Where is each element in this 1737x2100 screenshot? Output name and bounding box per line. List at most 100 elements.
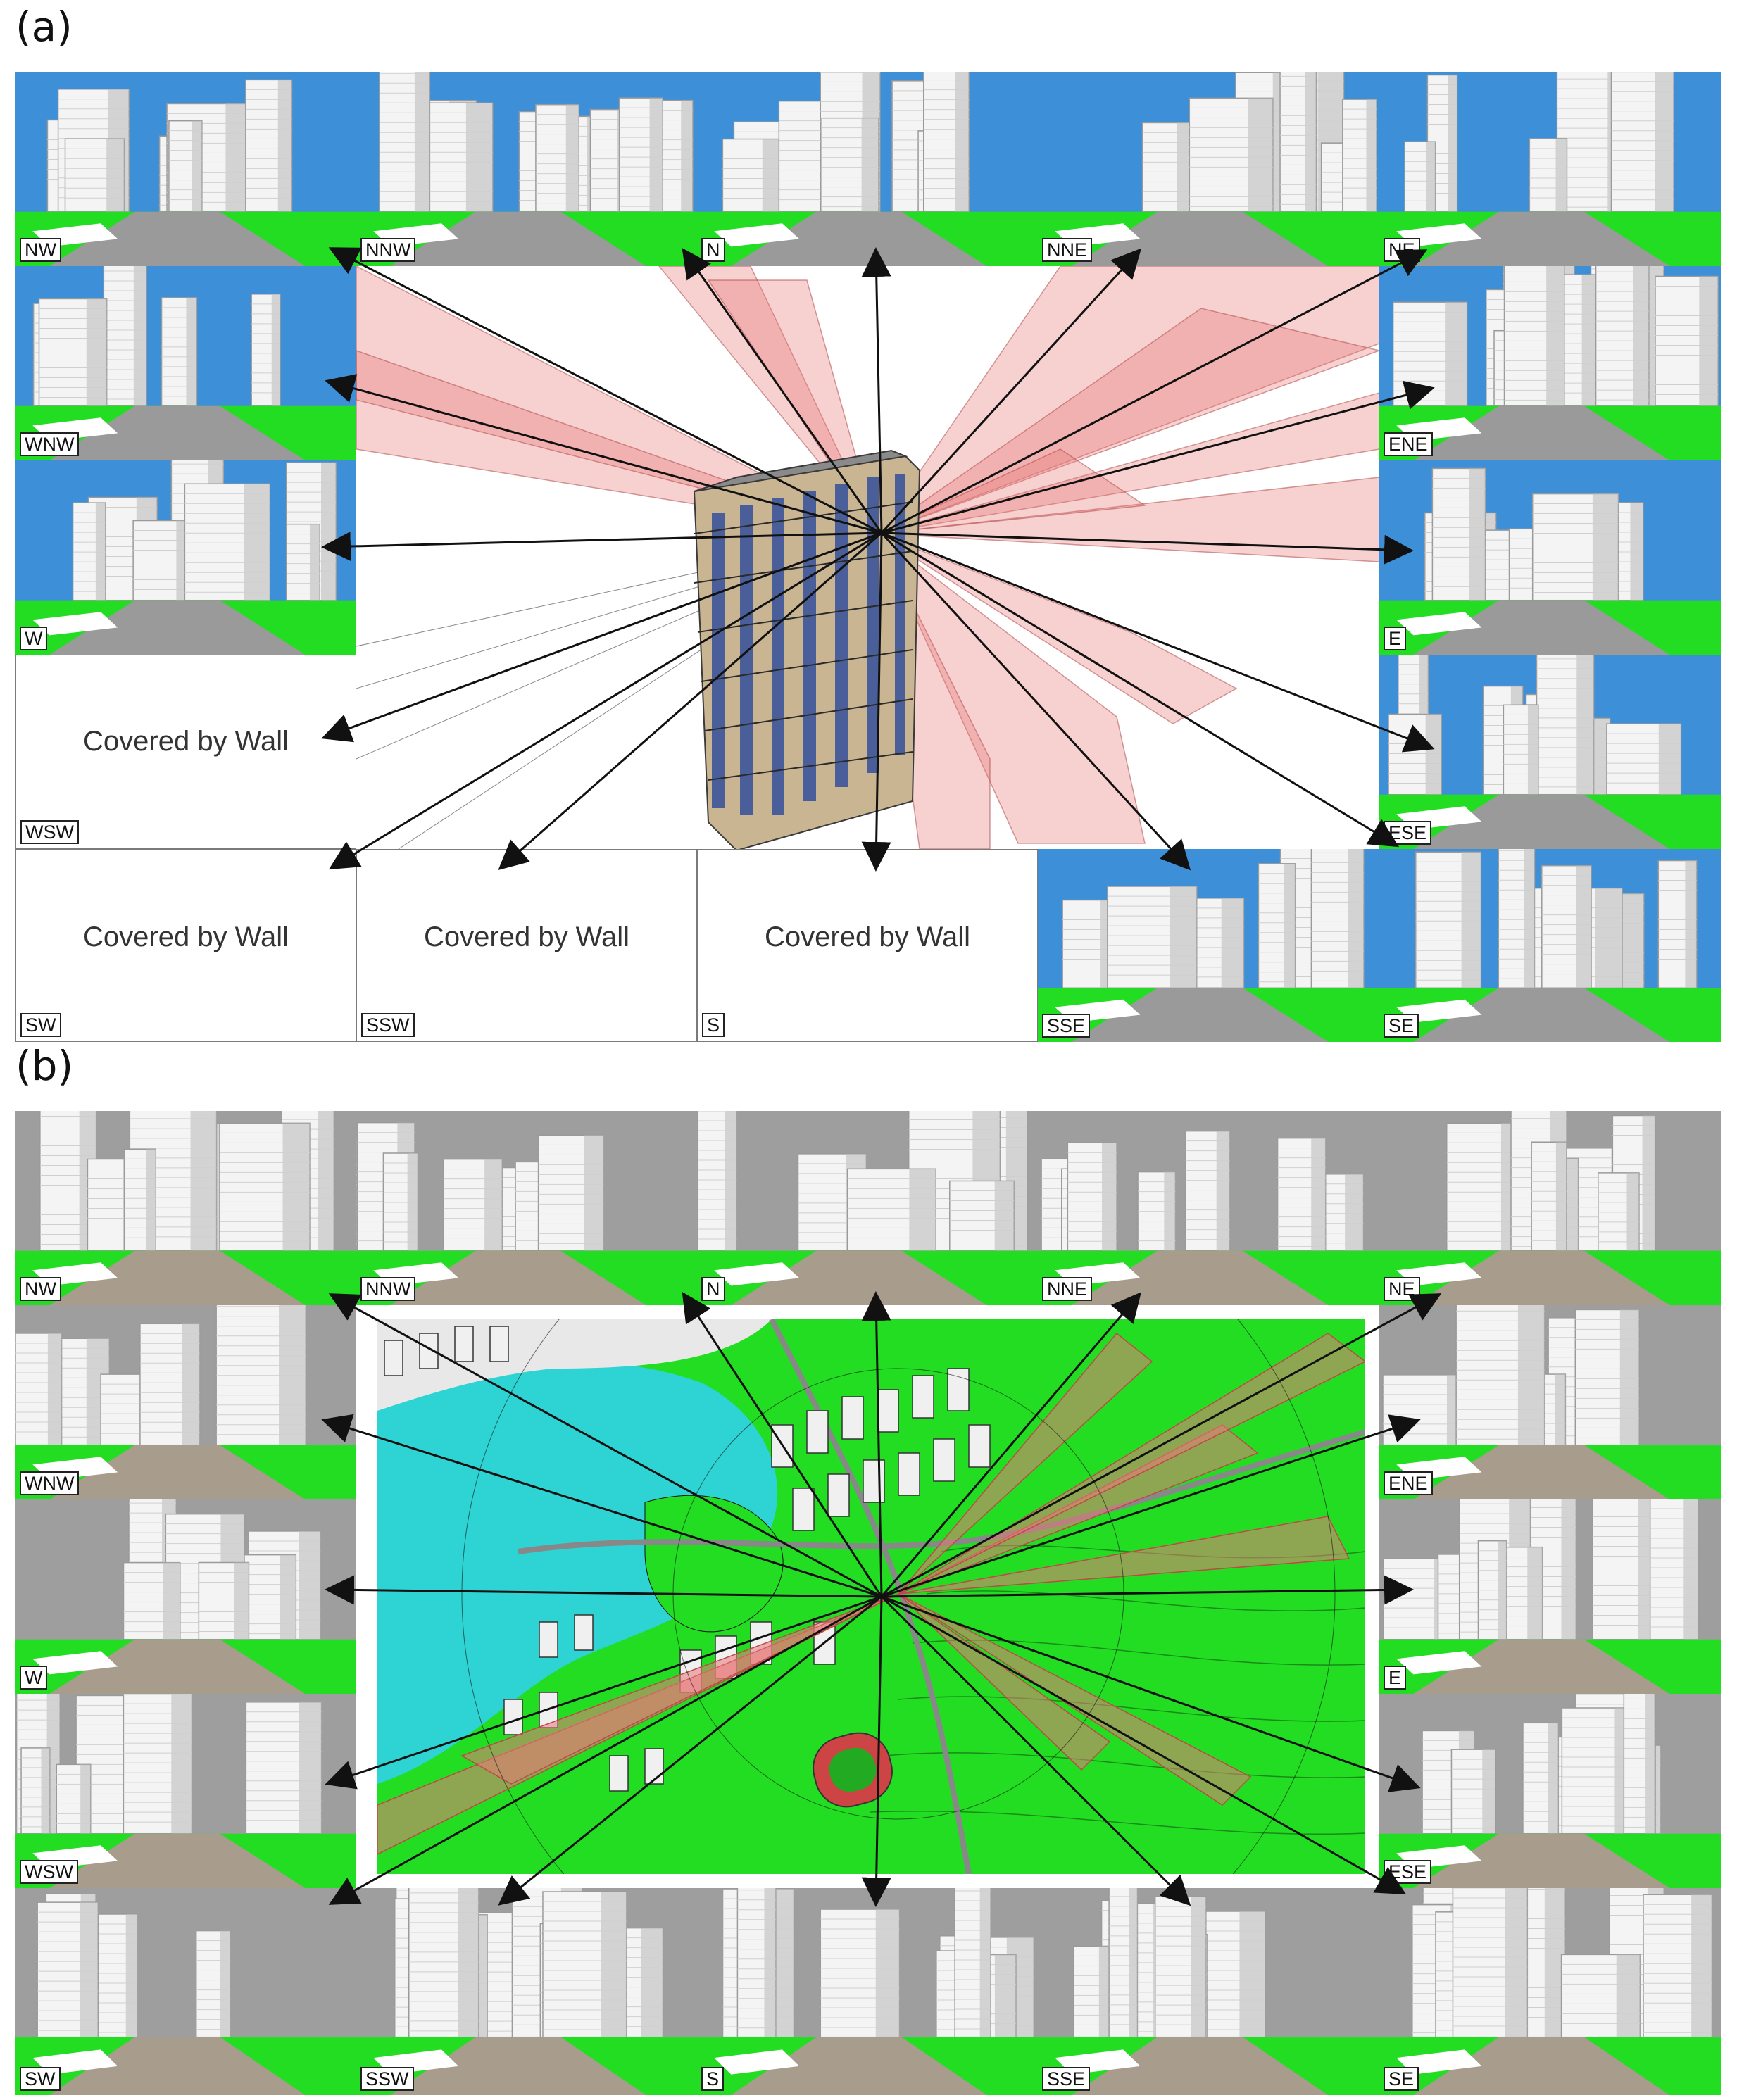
panel-b-label: (b): [15, 1042, 74, 1090]
view-b-sw: SW: [15, 1888, 356, 2095]
view-a-nne: NNE: [1038, 72, 1379, 266]
street-view-render: [1379, 1111, 1721, 1305]
direction-tag: S: [701, 2067, 725, 2091]
street-view-render: [1038, 72, 1379, 266]
street-view-render: [15, 1888, 356, 2095]
direction-tag: NE: [1384, 238, 1420, 262]
view-b-nw: NW: [15, 1111, 356, 1305]
street-view-render: [1379, 266, 1721, 460]
view-a-e: E: [1379, 460, 1721, 655]
site-map: [377, 1319, 1365, 1874]
view-b-se: SE: [1379, 1888, 1721, 2095]
covered-by-wall-text: Covered by Wall: [424, 922, 629, 952]
street-view-render: [1379, 1305, 1721, 1499]
view-b-ssw: SSW: [356, 1888, 697, 2095]
direction-tag: E: [1384, 1666, 1407, 1690]
view-b-ese: ESE: [1379, 1694, 1721, 1888]
site-map-drawing: [377, 1319, 1365, 1874]
street-view-render: [1379, 72, 1721, 266]
direction-tag: SE: [1384, 2067, 1419, 2091]
view-b-wsw: WSW: [15, 1694, 356, 1888]
view-b-sse: SSE: [1038, 1888, 1379, 2095]
view-a-sse: SSE: [1038, 849, 1379, 1042]
direction-tag: WSW: [20, 820, 79, 844]
direction-tag: N: [701, 1277, 725, 1301]
direction-tag: SSW: [361, 1013, 415, 1037]
direction-tag: SSW: [360, 2067, 414, 2091]
direction-tag: S: [702, 1013, 725, 1037]
direction-tag: NW: [20, 238, 61, 262]
direction-tag: NNW: [360, 238, 416, 262]
direction-tag: NNE: [1042, 238, 1093, 262]
street-view-render: [1379, 849, 1721, 1042]
view-b-ne: NE: [1379, 1111, 1721, 1305]
view-a-w: W: [15, 460, 356, 655]
direction-tag: SW: [20, 2067, 61, 2091]
direction-tag: SSE: [1042, 2067, 1091, 2091]
street-view-render: [15, 72, 356, 266]
street-view-render: [15, 460, 356, 655]
street-view-render: [1379, 1499, 1721, 1694]
building-sightline-model: [356, 265, 1381, 852]
view-b-s: S: [697, 1888, 1038, 2095]
street-view-render: [1379, 1888, 1721, 2095]
street-view-render: [1379, 460, 1721, 655]
direction-tag: WSW: [20, 1860, 78, 1884]
direction-tag: ENE: [1384, 432, 1433, 456]
street-view-render: [15, 1305, 356, 1499]
street-view-render: [1038, 1888, 1379, 2095]
street-view-render: [697, 1888, 1038, 2095]
direction-tag: ESE: [1384, 821, 1432, 845]
direction-tag: SW: [20, 1013, 61, 1037]
view-a-wnw: WNW: [15, 266, 356, 460]
view-b-wnw: WNW: [15, 1305, 356, 1499]
covered-by-wall-text: Covered by Wall: [765, 922, 970, 952]
view-b-ene: ENE: [1379, 1305, 1721, 1499]
street-view-render: [356, 1111, 697, 1305]
street-view-render: [15, 1111, 356, 1305]
view-a-nw: NW: [15, 72, 356, 266]
view-a-wsw: Covered by Wall WSW: [15, 655, 356, 849]
view-a-ne: NE: [1379, 72, 1721, 266]
view-a-ese: ESE: [1379, 655, 1721, 849]
direction-tag: SE: [1384, 1014, 1419, 1038]
view-b-w: W: [15, 1499, 356, 1694]
direction-tag: NE: [1384, 1277, 1420, 1301]
panel-a-label: (a): [15, 3, 73, 51]
view-a-ssw: Covered by Wall SSW: [356, 849, 697, 1042]
street-view-render: [1038, 1111, 1379, 1305]
sightline-cones: [356, 265, 1381, 852]
direction-tag: ENE: [1384, 1471, 1433, 1495]
direction-tag: NW: [20, 1277, 61, 1301]
street-view-render: [15, 1694, 356, 1888]
street-view-render: [1379, 1694, 1721, 1888]
direction-tag: WNW: [20, 1471, 80, 1495]
street-view-render: [697, 1111, 1038, 1305]
view-b-n: N: [697, 1111, 1038, 1305]
view-b-nnw: NNW: [356, 1111, 697, 1305]
residential-tower: [693, 449, 921, 852]
view-a-sw: Covered by Wall SW: [15, 849, 356, 1042]
street-view-render: [697, 72, 1038, 266]
street-view-render: [15, 1499, 356, 1694]
covered-by-wall-text: Covered by Wall: [83, 726, 289, 757]
direction-tag: N: [701, 238, 725, 262]
view-a-ene: ENE: [1379, 266, 1721, 460]
street-view-render: [356, 1888, 697, 2095]
direction-tag: W: [20, 1666, 48, 1690]
street-view-render: [1038, 849, 1379, 1042]
view-a-se: SE: [1379, 849, 1721, 1042]
direction-tag: E: [1384, 627, 1407, 650]
view-b-nne: NNE: [1038, 1111, 1379, 1305]
direction-tag: WNW: [20, 432, 80, 456]
direction-tag: SSE: [1042, 1014, 1091, 1038]
direction-tag: W: [20, 627, 48, 650]
direction-tag: ESE: [1384, 1860, 1432, 1884]
covered-by-wall-text: Covered by Wall: [83, 922, 289, 952]
view-a-s: Covered by Wall S: [697, 849, 1038, 1042]
panel-b: NW NNW N NNE NE WNW W WSW ENE E ESE SW S…: [15, 1111, 1721, 2095]
panel-a: NW NNW N NNE NE WNW W Covered by Wall WS…: [15, 72, 1721, 1042]
street-view-render: [356, 72, 697, 266]
street-view-render: [1379, 655, 1721, 849]
direction-tag: NNW: [360, 1277, 416, 1301]
